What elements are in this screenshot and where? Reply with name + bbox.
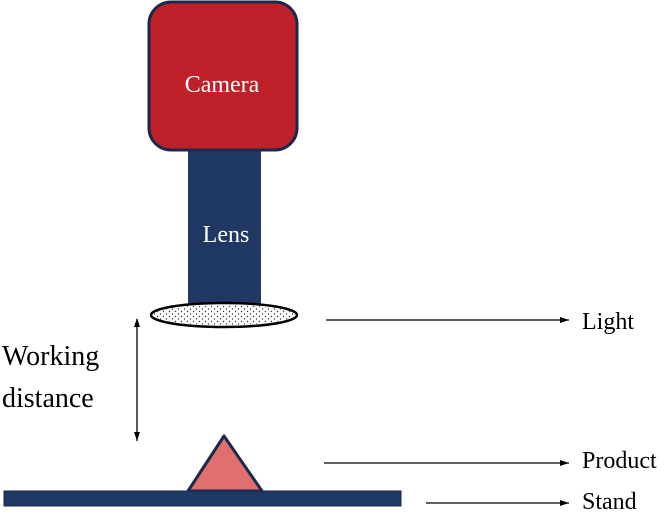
camera-label: Camera [185, 72, 260, 98]
stand-bar [3, 490, 402, 507]
product-triangle [186, 434, 264, 493]
lens-body [188, 143, 261, 305]
camera-body [147, 0, 299, 152]
product-label: Product [582, 448, 657, 474]
working-distance-label-line1: Working [2, 341, 99, 372]
light-label: Light [582, 309, 634, 335]
light-dots [153, 305, 295, 325]
lens-label: Lens [203, 222, 250, 248]
stand-label: Stand [582, 489, 637, 515]
working-distance-label-line2: distance [2, 383, 94, 414]
